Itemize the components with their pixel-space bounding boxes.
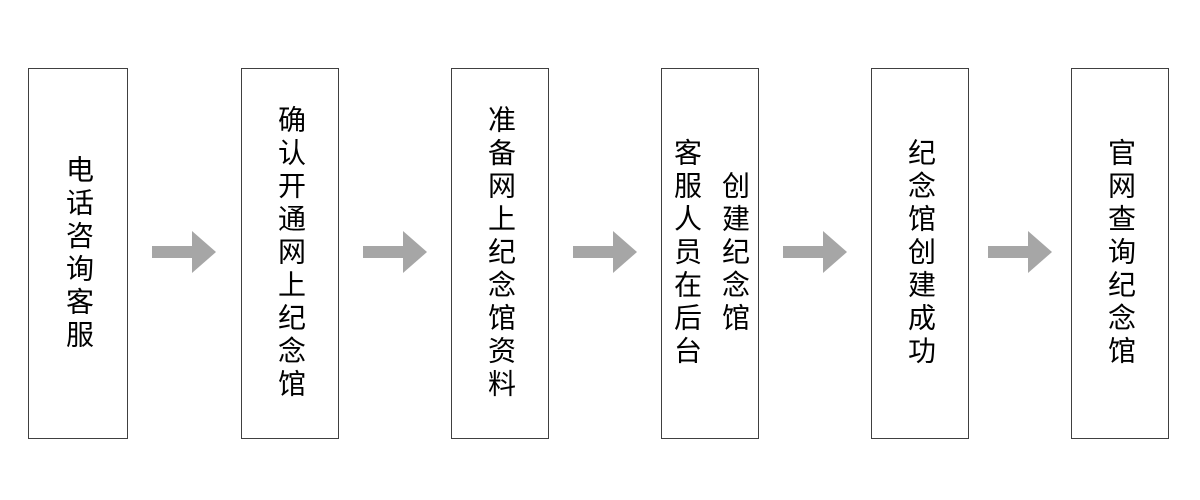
arrow-right-icon bbox=[363, 231, 427, 273]
arrow-right-icon bbox=[573, 231, 637, 273]
flow-step-label: 客服人员在后台 创建纪念馆 bbox=[671, 138, 750, 369]
flow-step-label: 纪念馆创建成功 bbox=[905, 138, 936, 369]
flow-step-label: 官网查询纪念馆 bbox=[1105, 138, 1136, 369]
arrow-right-icon bbox=[783, 231, 847, 273]
flow-step-query-official-site: 官网查询纪念馆 bbox=[1071, 68, 1169, 439]
flow-step-confirm-open: 确认开通网上纪念馆 bbox=[241, 68, 339, 439]
flow-step-label: 电话咨询客服 bbox=[63, 154, 94, 353]
arrow-right-icon bbox=[988, 231, 1052, 273]
flow-step-create-success: 纪念馆创建成功 bbox=[871, 68, 969, 439]
flow-step-label: 确认开通网上纪念馆 bbox=[275, 105, 306, 402]
flow-step-label: 准备网上纪念馆资料 bbox=[485, 105, 516, 402]
flow-step-phone-consult: 电话咨询客服 bbox=[28, 68, 128, 439]
arrow-right-icon bbox=[152, 231, 216, 273]
flow-step-prepare-materials: 准备网上纪念馆资料 bbox=[451, 68, 549, 439]
flow-step-backend-create: 客服人员在后台 创建纪念馆 bbox=[661, 68, 759, 439]
